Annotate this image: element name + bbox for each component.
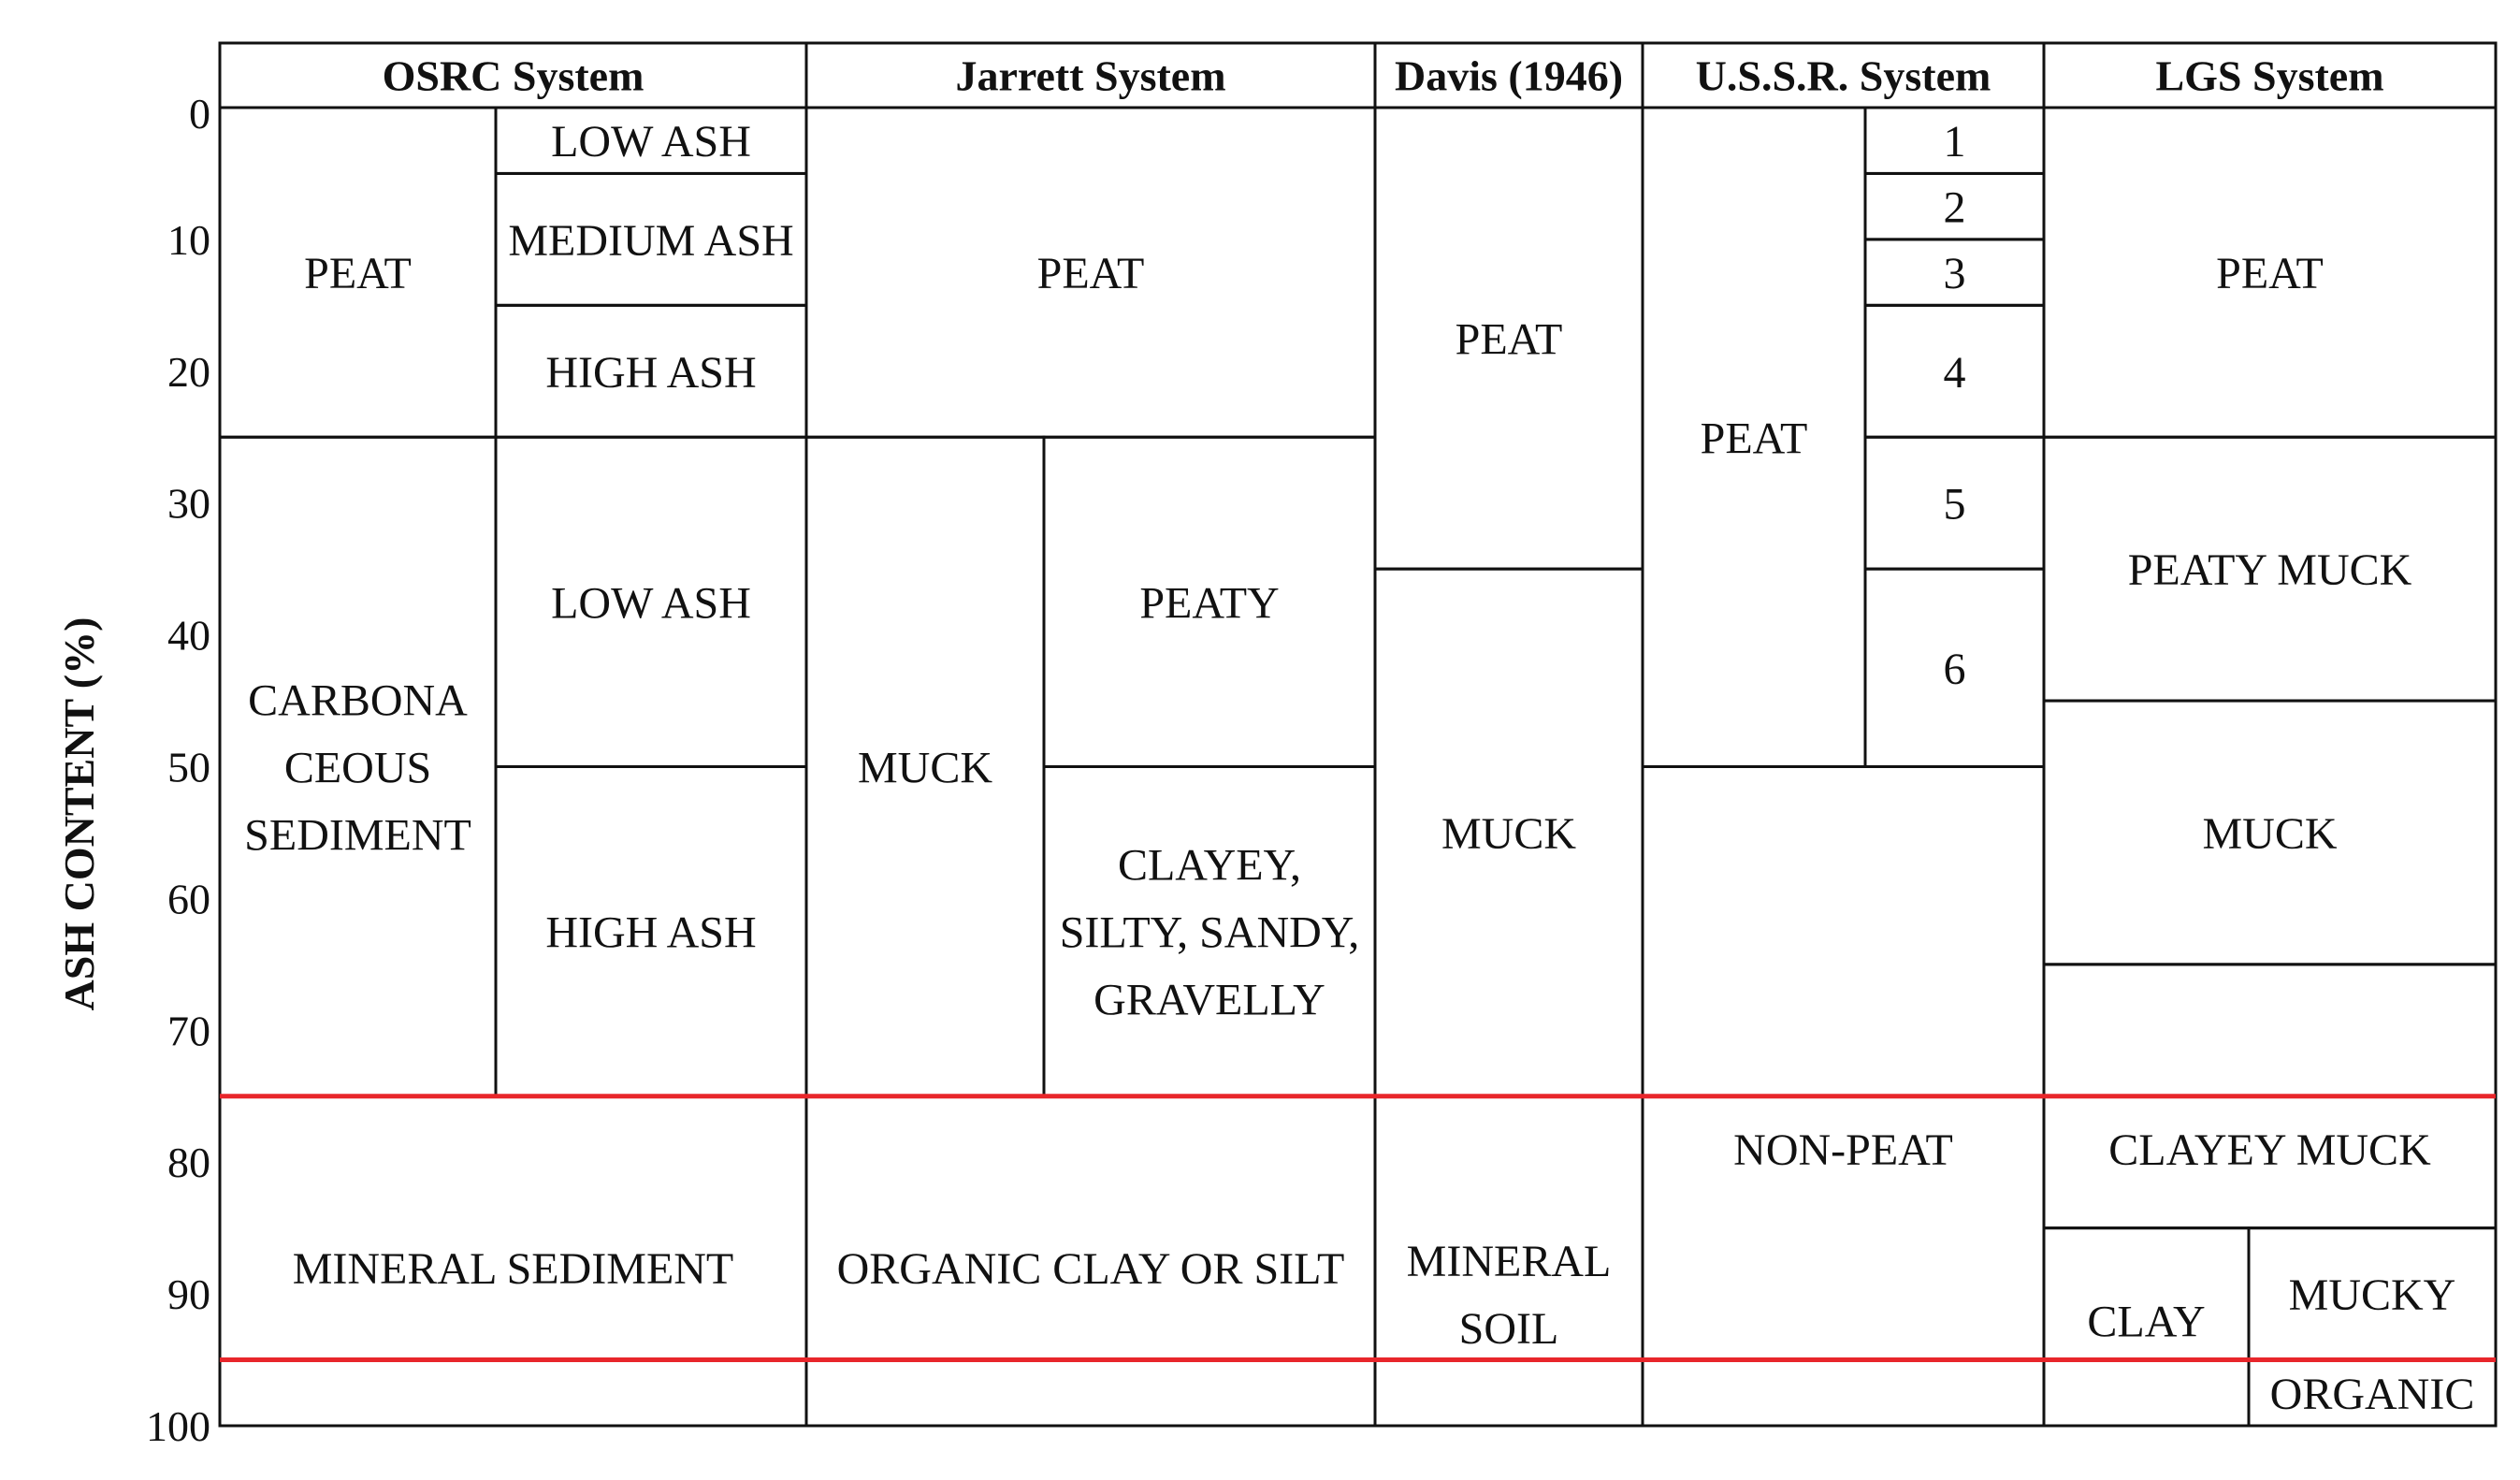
cell-label: MUCKY bbox=[2289, 1270, 2456, 1320]
cell-label: 3 bbox=[1944, 249, 1966, 298]
cell-label: CLAY bbox=[2087, 1297, 2205, 1346]
cell-label: HIGH ASH bbox=[545, 908, 756, 958]
cell-label: MUCK bbox=[1441, 809, 1576, 859]
cell-label: ORGANIC bbox=[2270, 1370, 2475, 1419]
cell-label: CLAYEY, bbox=[1118, 841, 1301, 891]
cell-label: PEATY bbox=[1139, 578, 1279, 628]
cell-label: GRAVELLY bbox=[1093, 976, 1325, 1025]
cell-label: ORGANIC CLAY OR SILT bbox=[837, 1244, 1345, 1294]
cell-label: SOIL bbox=[1459, 1304, 1559, 1354]
cell-label: MINERAL bbox=[1407, 1237, 1612, 1286]
header-label-osrc-system: OSRC System bbox=[383, 52, 644, 100]
cell-label: PEAT bbox=[1037, 249, 1145, 298]
cell-label: 4 bbox=[1944, 348, 1966, 398]
cell-label: MUCK bbox=[2202, 809, 2337, 859]
cell-label: SILTY, SANDY, bbox=[1060, 908, 1360, 958]
cell-label: SEDIMENT bbox=[244, 811, 471, 861]
header-layer: OSRC System Jarrett System Davis (1946) U.S… bbox=[218, 41, 2498, 109]
cell-label: PEAT bbox=[1456, 315, 1563, 365]
y-tick-label: 20 bbox=[167, 348, 210, 396]
y-tick-label: 100 bbox=[146, 1402, 210, 1450]
tick-layer: 0 10 20 30 40 50 60 70 80 90 100 bbox=[146, 90, 210, 1450]
y-tick-label: 0 bbox=[189, 90, 210, 138]
cell-label: PEAT bbox=[1701, 414, 1808, 463]
cell-layer bbox=[218, 106, 2498, 1428]
header-label-jarrett-system: Jarrett System bbox=[955, 52, 1225, 100]
y-tick-label: 70 bbox=[167, 1007, 210, 1054]
y-axis-title: ASH CONTENT (%) bbox=[55, 617, 103, 1011]
y-tick-label: 40 bbox=[167, 612, 210, 660]
y-tick-label: 80 bbox=[167, 1139, 210, 1186]
cell-label: 2 bbox=[1944, 183, 1966, 233]
cell-label: 6 bbox=[1944, 645, 1966, 694]
cell-label: 5 bbox=[1944, 480, 1966, 530]
header-label-davis-1946: Davis (1946) bbox=[1395, 52, 1623, 100]
cell-label: MUCK bbox=[858, 744, 992, 793]
cell-label: PEAT bbox=[304, 249, 412, 298]
y-tick-label: 30 bbox=[167, 480, 210, 528]
cell-label: LOW ASH bbox=[551, 117, 751, 167]
y-tick-label: 10 bbox=[167, 216, 210, 264]
cell-label: CARBONA bbox=[248, 676, 468, 726]
cell-label: CLAYEY MUCK bbox=[2108, 1125, 2431, 1175]
cell-label: 1 bbox=[1944, 117, 1966, 167]
cell-label: PEATY MUCK bbox=[2128, 545, 2412, 595]
y-tick-label: 60 bbox=[167, 875, 210, 922]
cell-label: LOW ASH bbox=[551, 578, 751, 628]
cell-label: CEOUS bbox=[284, 744, 431, 793]
y-tick-label: 90 bbox=[167, 1270, 210, 1318]
cell-label: MINERAL SEDIMENT bbox=[293, 1244, 734, 1294]
cell-label: HIGH ASH bbox=[545, 348, 756, 398]
label-layer: PEAT LOW ASH MEDIUM ASH HIGH ASH CARBONA CEOU… bbox=[244, 117, 2474, 1419]
header-cell-lgs-system bbox=[2042, 41, 2498, 109]
cell-label: NON-PEAT bbox=[1733, 1125, 1953, 1175]
y-tick-label: 50 bbox=[167, 744, 210, 791]
cell-label: MEDIUM ASH bbox=[508, 216, 793, 266]
header-label-u-s-s-r-system: U.S.S.R. System bbox=[1696, 52, 1991, 100]
cell-label: PEAT bbox=[2216, 249, 2324, 298]
header-label-lgs-system: LGS System bbox=[2155, 52, 2383, 100]
reference-line-layer bbox=[220, 1094, 2496, 1363]
